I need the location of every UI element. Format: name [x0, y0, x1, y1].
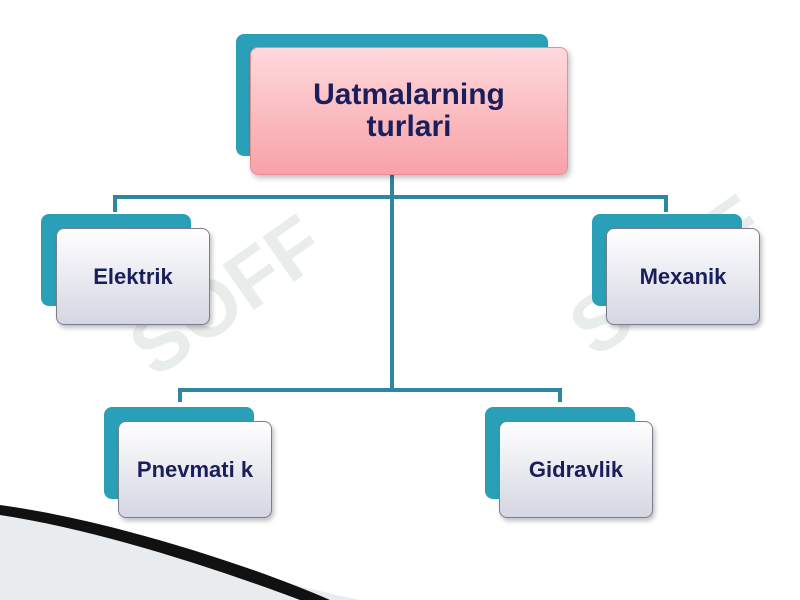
edge-root-elektrik: [113, 195, 392, 212]
swoosh-dark: [0, 505, 330, 600]
mexanik-node: Mexanik: [606, 228, 760, 325]
elektrik-node-label: Elektrik: [93, 263, 173, 289]
elektrik-node: Elektrik: [56, 228, 210, 325]
root-node-label: Uatmalarning turlari: [313, 78, 505, 143]
root-node: Uatmalarning turlari: [250, 47, 568, 175]
edge-root-mexanik: [392, 195, 668, 212]
mexanik-node-label: Mexanik: [639, 263, 727, 289]
pnevmatik-node-label: Pnevmati k: [136, 456, 254, 482]
edge-root-gidravlik: [392, 388, 562, 402]
edge-root-pnevmatik: [178, 388, 392, 402]
gidravlik-node-label: Gidravlik: [528, 456, 624, 482]
gidravlik-node: Gidravlik: [499, 421, 653, 518]
pnevmatik-node: Pnevmati k: [118, 421, 272, 518]
